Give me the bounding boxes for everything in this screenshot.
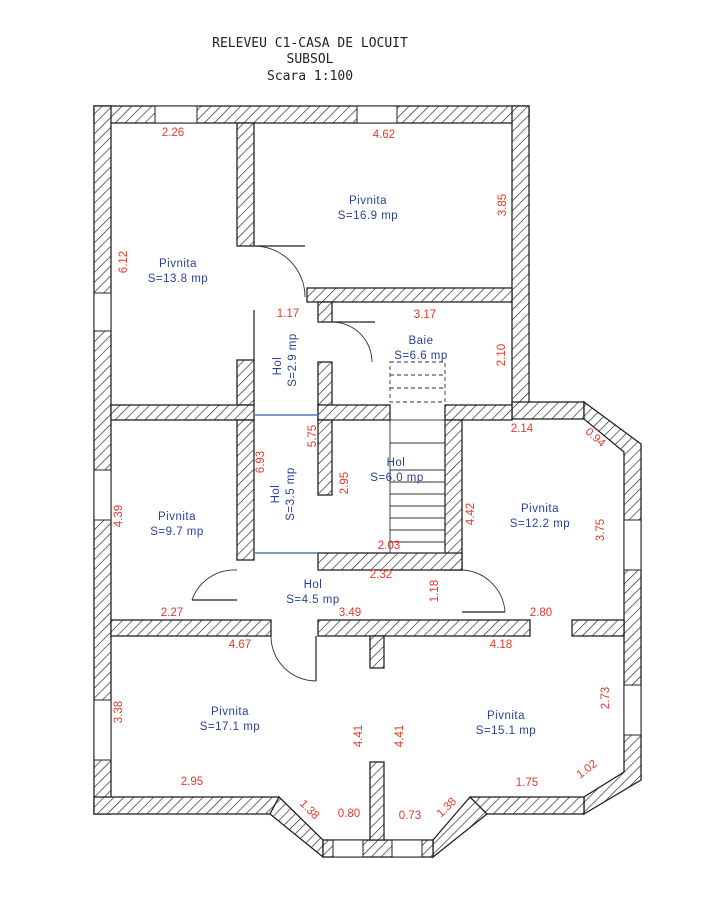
room-4-name: Hol (272, 357, 284, 376)
dim-label: 3.17 (414, 309, 436, 321)
room-11-name: Pivnita (487, 710, 525, 722)
dim-label: 2.03 (378, 540, 400, 552)
dim-label: 3.49 (339, 607, 361, 619)
dim-label: 5.75 (307, 425, 319, 447)
dim-label: 2.10 (496, 344, 508, 366)
dim-label: 2.73 (600, 687, 612, 709)
room-11-area: S=15.1 mp (476, 725, 536, 737)
dim-label: 2.27 (161, 607, 183, 619)
dim-label: 2.95 (181, 776, 203, 788)
dim-label: 1.75 (516, 777, 538, 789)
room-10-area: S=17.1 mp (200, 721, 260, 733)
room-3-name: Baie (408, 335, 433, 347)
room-5-name: Hol (270, 485, 282, 504)
room-1-area: S=13.8 mp (148, 273, 208, 285)
room-9-name: Hol (304, 579, 323, 591)
doors (191, 245, 506, 682)
dim-label: 1.18 (429, 580, 441, 602)
windows (93, 105, 642, 858)
dim-label: 0.73 (399, 810, 421, 822)
dim-label: 1.02 (575, 758, 600, 781)
dim-label: 4.18 (490, 639, 512, 651)
room-2-area: S=16.9 mp (338, 210, 398, 222)
dim-label: 3.38 (113, 701, 125, 723)
dim-label: 4.67 (229, 639, 251, 651)
dim-label: 2.26 (162, 127, 184, 139)
dim-label: 4.42 (465, 503, 477, 525)
room-2-name: Pivnita (349, 195, 387, 207)
room-8-area: S=12.2 mp (510, 518, 570, 530)
room-1-name: Pivnita (159, 258, 197, 270)
room-9-area: S=4.5 mp (286, 594, 340, 606)
dim-label: 1.17 (277, 308, 299, 320)
dimension-labels: 2.26 4.62 6.12 3.85 1.17 3.17 2.10 5.75 … (113, 127, 612, 822)
dim-label: 0.80 (338, 808, 360, 820)
dim-label: 6.12 (118, 251, 130, 273)
stairs (389, 361, 446, 554)
dim-label: 4.62 (373, 129, 395, 141)
room-6-area: S=6.0 mp (370, 472, 424, 484)
room-10-name: Pivnita (211, 706, 249, 718)
room-7-area: S=9.7 mp (150, 526, 204, 538)
dim-label: 6.93 (255, 451, 267, 473)
dim-label: 2.80 (530, 607, 552, 619)
room-8-name: Pivnita (521, 503, 559, 515)
dim-label: 3.85 (497, 194, 509, 216)
room-7-name: Pivnita (158, 511, 196, 523)
plan-subtitle: SUBSOL (287, 52, 334, 67)
dim-label: 4.39 (113, 505, 125, 527)
dim-label: 4.41 (353, 725, 365, 747)
room-labels: Pivnita S=13.8 mp Pivnita S=16.9 mp Baie… (148, 195, 570, 737)
dim-label: 4.41 (394, 725, 406, 747)
dim-label: 3.75 (595, 519, 607, 541)
room-4-area: S=2.9 mp (287, 333, 299, 387)
room-5-area: S=3.5 mp (285, 467, 297, 521)
dim-label: 2.32 (370, 569, 392, 581)
dim-label: 2.95 (339, 472, 351, 494)
room-3-area: S=6.6 mp (394, 350, 448, 362)
dim-label: 2.14 (511, 423, 534, 435)
interior-walls (110, 122, 625, 841)
plan-scale: Scara 1:100 (267, 69, 353, 84)
room-6-name: Hol (387, 457, 406, 469)
plan-title: RELEVEU C1-CASA DE LOCUIT (212, 36, 408, 51)
